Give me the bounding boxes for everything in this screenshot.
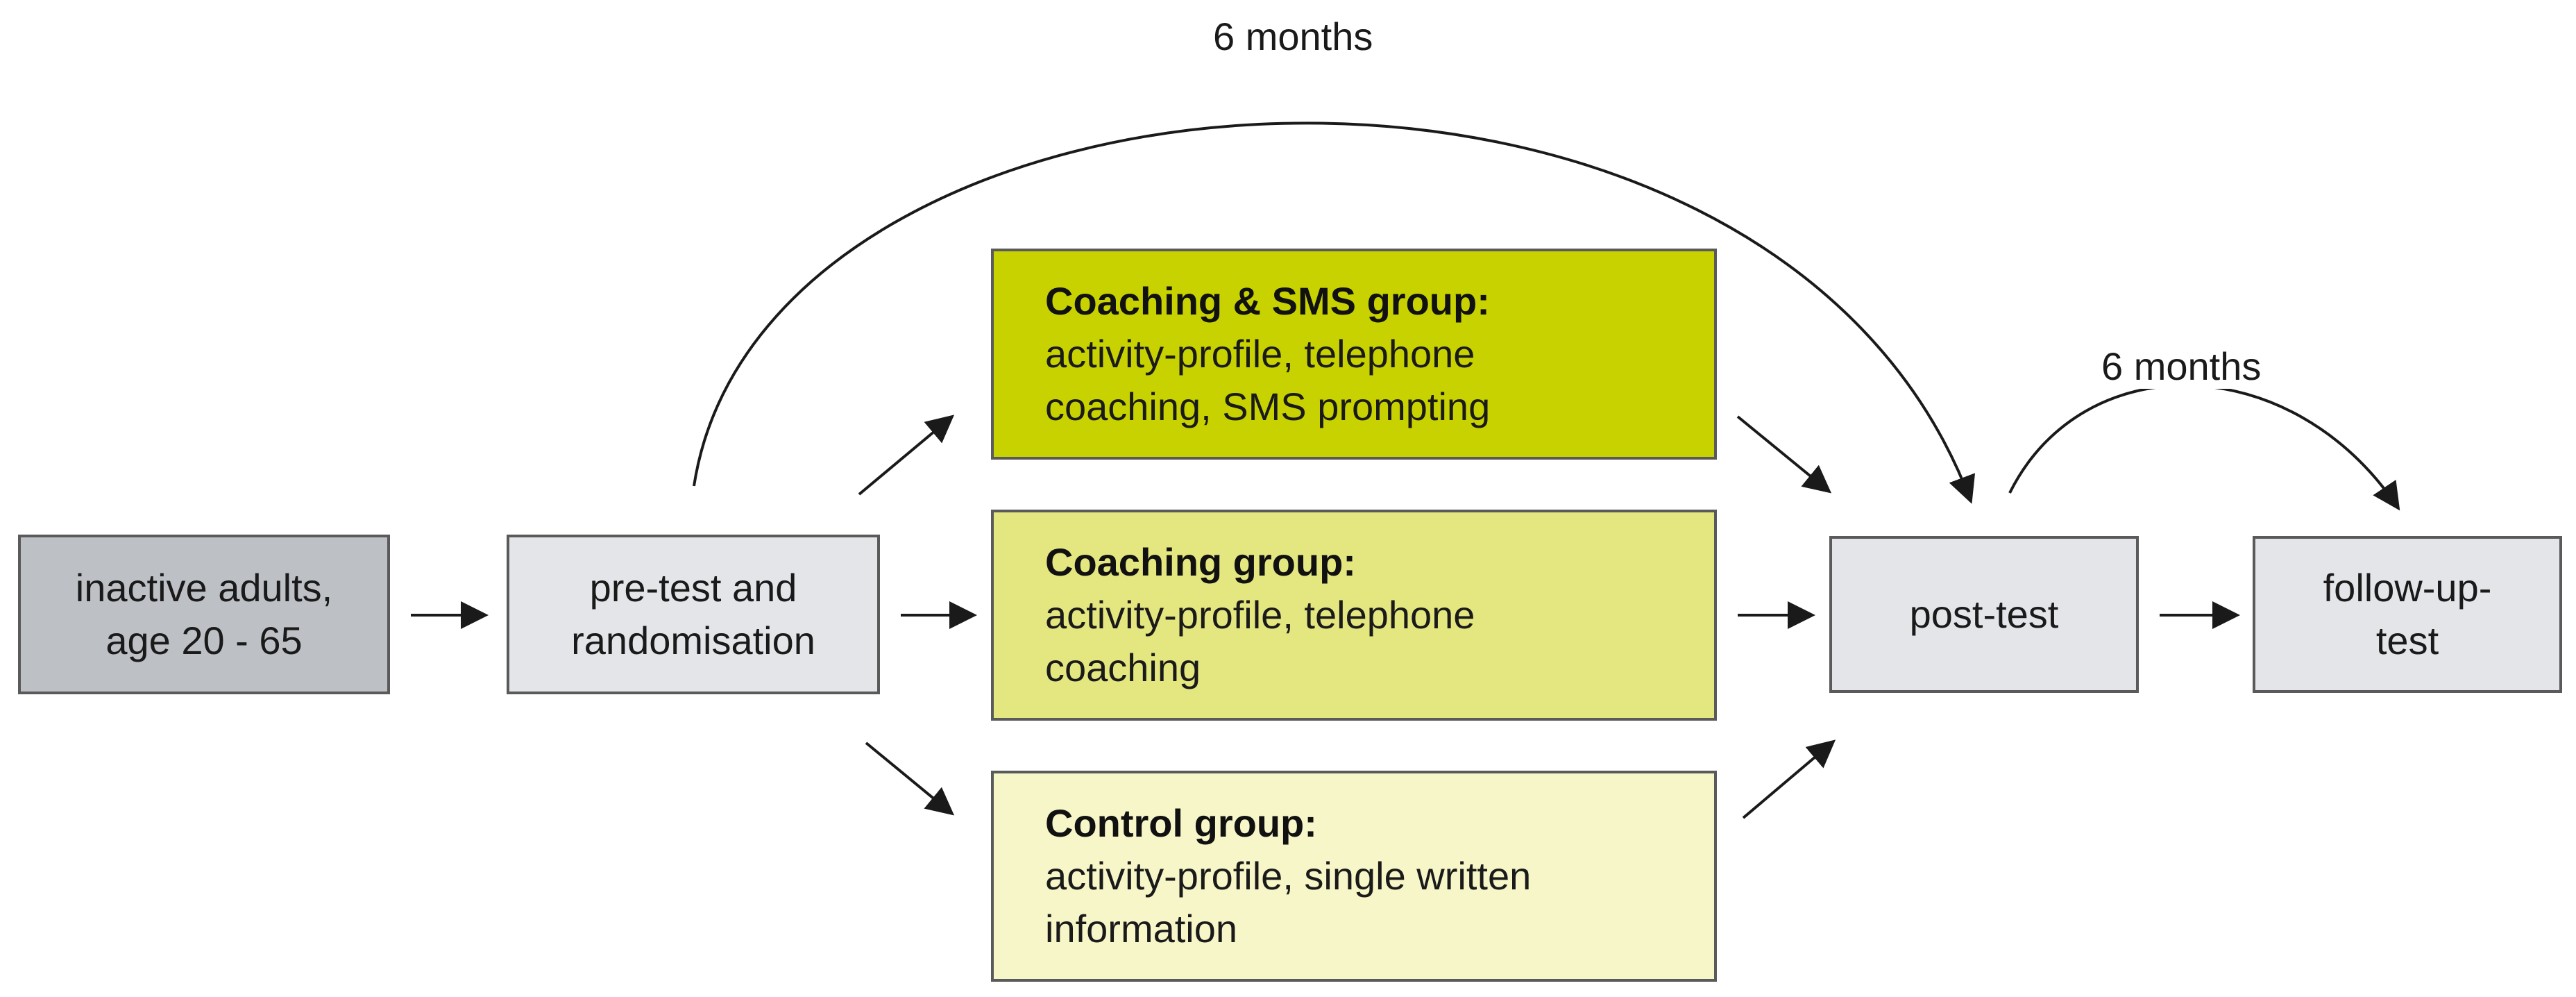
- coaching-group-box: Coaching group: activity-profile, teleph…: [991, 510, 1717, 721]
- coaching-group-title: Coaching group:: [1045, 540, 1356, 585]
- pretest-line2: randomisation: [571, 619, 815, 662]
- label-intervention-duration: 6 months: [1201, 14, 1386, 59]
- coaching-group-desc: activity-profile, telephone coaching: [1045, 592, 1475, 689]
- coaching-sms-group-title: Coaching & SMS group:: [1045, 279, 1490, 324]
- followup-line1: follow-up-: [2323, 566, 2492, 610]
- arc-followup-6-months: [2008, 384, 2400, 511]
- control-group-title: Control group:: [1045, 801, 1317, 846]
- posttest-box: post-test: [1829, 536, 2139, 693]
- pretest-randomisation-box: pre-test and randomisation: [507, 535, 880, 694]
- participants-line1: inactive adults,: [75, 566, 333, 610]
- label-followup-duration: 6 months: [2089, 344, 2274, 389]
- pretest-line1: pre-test and: [589, 566, 797, 610]
- coaching-sms-group-box: Coaching & SMS group: activity-profile, …: [991, 249, 1717, 460]
- coaching-sms-group-desc: activity-profile, telephone coaching, SM…: [1045, 331, 1491, 428]
- posttest-label: post-test: [1909, 592, 2059, 637]
- control-group-box: Control group: activity-profile, single …: [991, 771, 1717, 982]
- participants-box: inactive adults, age 20 - 65: [18, 535, 390, 694]
- arrow-coaching-sms-to-posttest: [1736, 415, 1832, 494]
- arrow-control-to-posttest: [1742, 739, 1836, 819]
- participants-line2: age 20 - 65: [105, 619, 303, 662]
- arc-intervention-6-months: [693, 122, 1975, 504]
- arrow-pretest-to-coaching-sms: [858, 414, 955, 496]
- control-group-desc: activity-profile, single written informa…: [1045, 853, 1532, 950]
- followup-line2: test: [2375, 619, 2439, 662]
- arrow-pretest-to-control: [865, 742, 955, 816]
- followup-test-box: follow-up- test: [2253, 536, 2562, 693]
